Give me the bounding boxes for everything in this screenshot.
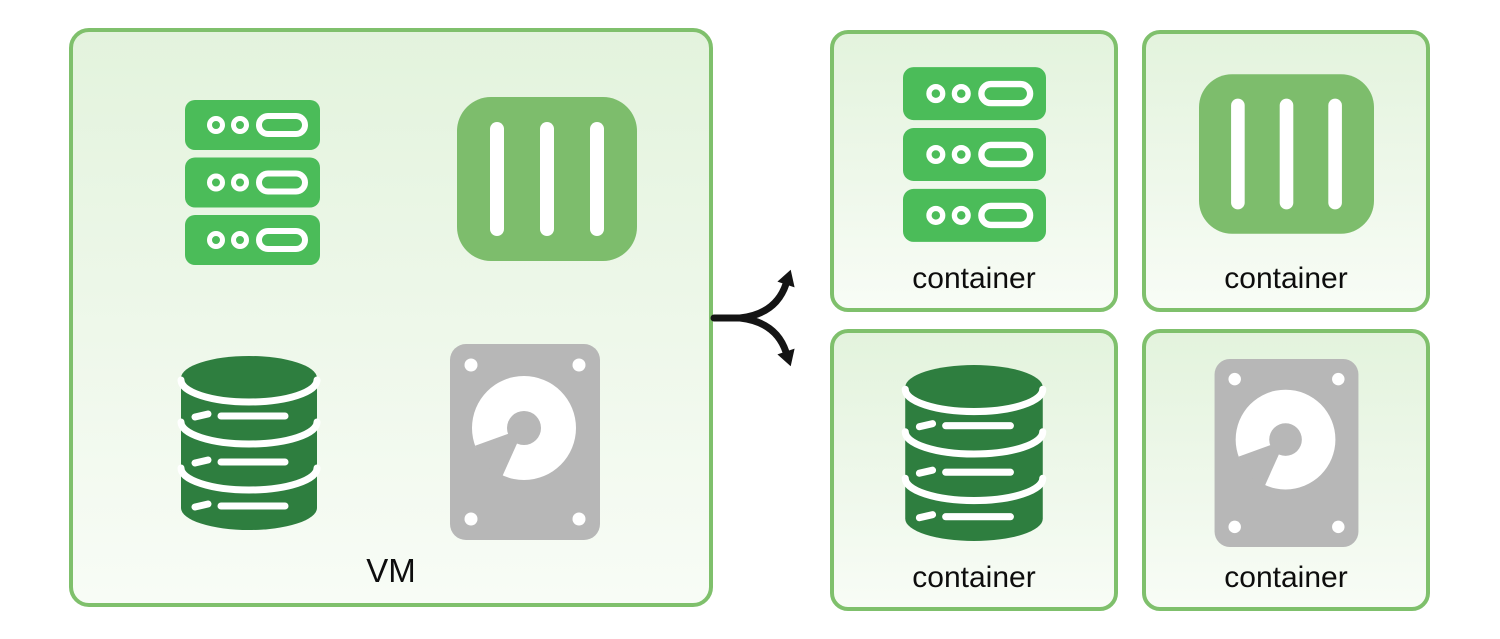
server-stack-icon [903,67,1046,242]
container-box-2-icon-area [1146,34,1426,264]
container-box-1-icon-area [834,34,1114,264]
container-box-2: container [1142,30,1430,312]
server-stack-icon [185,100,320,265]
container-box-1: container [830,30,1118,312]
container-grid-icon [457,97,637,261]
vm-box: VM [69,28,713,607]
hard-drive-icon [1214,359,1358,547]
container-box-3: container [830,329,1118,611]
database-icon [899,363,1049,543]
vm-label: VM [366,552,416,589]
hard-drive-icon [450,344,600,540]
container-grid-icon [1198,74,1374,234]
container-label: container [1224,561,1348,594]
database-icon [175,354,323,532]
container-label: container [912,561,1036,594]
container-box-4-icon-area [1146,333,1426,563]
container-box-4: container [1142,329,1430,611]
container-box-3-icon-area [834,333,1114,563]
container-label: container [1224,262,1348,295]
container-label: container [912,262,1036,295]
fork-arrow-icon [710,269,795,367]
